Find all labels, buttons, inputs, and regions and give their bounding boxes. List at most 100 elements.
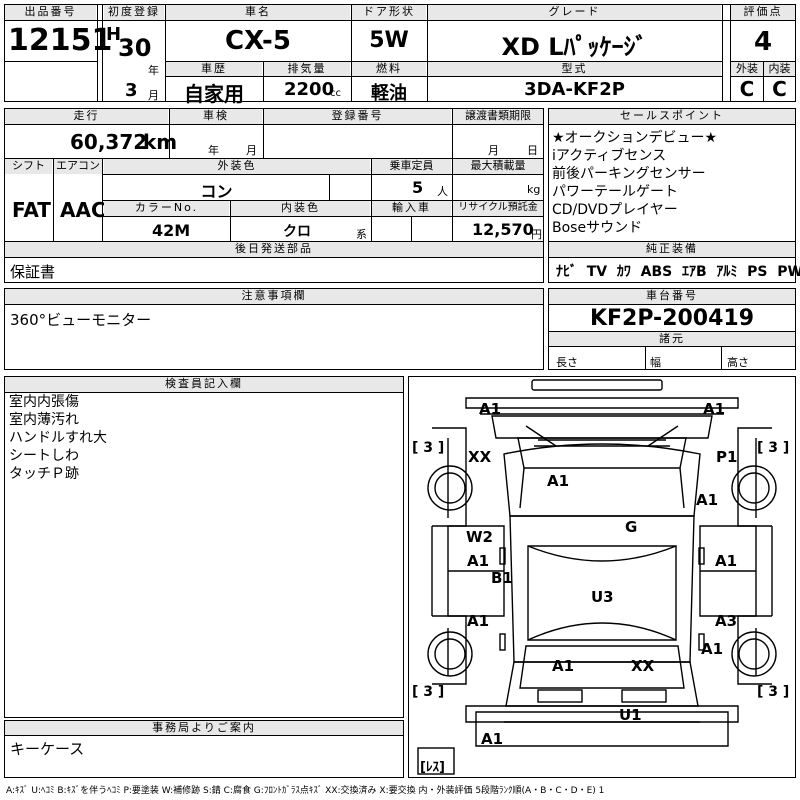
tire-grade: [ 3 ] (757, 440, 790, 456)
later-parts-value: 保証書 (10, 263, 56, 281)
grade-value: XD Lﾊﾟｯｹｰｼﾞ (501, 33, 648, 61)
equipment-item: TV (586, 264, 608, 280)
notes-label: 注意事項欄 (5, 289, 543, 304)
damage-mark: A1 (479, 400, 502, 418)
car-name-label: 車名 (166, 5, 350, 20)
first-reg-month: 3 (125, 80, 138, 101)
interior-value: C (772, 77, 787, 101)
first-reg-year-unit: 年 (148, 64, 159, 77)
damage-mark: A1 (467, 612, 490, 630)
equipment-item: ｶﾜ (616, 264, 631, 280)
fuel-label: 燃料 (352, 62, 426, 76)
notes-block (4, 288, 544, 370)
recycle-label: リサイクル預託金 (453, 201, 543, 216)
doors-label: ドア形状 (352, 5, 426, 20)
spare-tire-grade: [ﾚｽ] (420, 760, 445, 775)
equipment-item: ｱﾙﾐ (716, 264, 738, 280)
displacement-unit: cc (330, 88, 341, 99)
chassis-label: 車台番号 (549, 289, 795, 304)
damage-legend: A:ｷｽﾞ U:ﾍｺﾐ B:ｷｽﾞを伴うﾍｺﾐ P:要塗装 W:補修跡 S:錆 … (6, 786, 605, 796)
int-color-label: 内装色 (231, 201, 370, 216)
tire-grade: [ 3 ] (412, 440, 445, 456)
inspection-label: 車検 (170, 109, 262, 124)
recycle-value: 12,570 (472, 220, 534, 239)
sales-block (548, 108, 796, 283)
sales-point-item: パワーテールゲート (552, 184, 678, 200)
inspector-note: 室内薄汚れ (9, 412, 79, 428)
score-value: 4 (753, 27, 773, 57)
max-load-label: 最大積載量 (453, 159, 543, 174)
chassis-value: KF2P-200419 (589, 306, 755, 331)
equipment-list: ﾅﾋﾞ TV ｶﾜ ABS ｴｱB ｱﾙﾐ PS PW (556, 261, 800, 281)
fuel-value: 軽油 (371, 83, 407, 104)
damage-mark: W2 (466, 528, 493, 546)
sales-points-label: セールスポイント (549, 109, 795, 124)
damage-mark: A1 (703, 400, 726, 418)
import-label: 輸入車 (372, 201, 451, 216)
inspector-note: ハンドルすれ大 (9, 430, 107, 446)
transfer-day-unit: 日 (527, 144, 538, 157)
sales-point-item: ★オークションデビュー★ (552, 130, 718, 146)
inspector-label: 検査員記入欄 (5, 377, 403, 392)
details-block (4, 108, 544, 283)
damage-mark: U1 (619, 706, 642, 724)
ext-color-label: 外装色 (104, 159, 370, 174)
later-parts-label: 後日発送部品 (5, 242, 543, 257)
notes-value: 360°ビューモニター (10, 311, 152, 329)
lot-label: 出品番号 (5, 5, 96, 20)
model-label: 型式 (428, 62, 721, 76)
ext-color-value: コン (200, 182, 233, 201)
office-block (4, 720, 404, 778)
inspector-notes: 室内内張傷 室内薄汚れ ハンドルすれ大 シートしわ タッチＰ跡 (9, 393, 107, 483)
history-label: 車歴 (166, 62, 262, 76)
spec-height: 高さ (727, 356, 749, 369)
tire-grade: [ 3 ] (412, 684, 445, 700)
inspection-year-unit: 年 (208, 144, 219, 157)
grade-label: グレード (428, 5, 721, 20)
registration-label: 登録番号 (264, 109, 451, 124)
shift-value: FAT (12, 198, 51, 222)
mileage-value: 60,372 (70, 130, 148, 154)
damage-mark: XX (631, 657, 655, 675)
equipment-item: PS (747, 264, 768, 280)
capacity-unit: 人 (437, 185, 448, 198)
color-no-value: 42M (152, 221, 191, 240)
capacity-label: 乗車定員 (372, 159, 451, 174)
first-reg-label: 初度登録 (104, 5, 164, 20)
int-color-unit: 系 (356, 228, 367, 241)
damage-mark: P1 (716, 448, 738, 466)
mileage-label: 走行 (5, 109, 168, 124)
damage-mark: A1 (715, 552, 738, 570)
capacity-value: 5 (412, 178, 424, 197)
first-reg-era: H (106, 24, 122, 45)
exterior-value: C (739, 77, 755, 101)
car-name-value: CX-5 (225, 26, 291, 56)
damage-mark: A1 (696, 491, 719, 509)
office-value: キーケース (10, 740, 85, 758)
damage-mark: XX (468, 448, 492, 466)
damage-mark: A1 (467, 552, 490, 570)
score-label: 評価点 (731, 5, 795, 20)
first-reg-month-unit: 月 (148, 89, 159, 102)
inspector-note: 室内内張傷 (9, 394, 79, 410)
equipment-item: ABS (640, 264, 673, 280)
transfer-month-unit: 月 (488, 144, 499, 157)
displacement-value: 2200 (284, 79, 335, 100)
specs-label: 諸元 (549, 332, 795, 346)
first-reg-year: 30 (118, 34, 152, 62)
office-label: 事務局よりご案内 (5, 721, 403, 735)
exterior-label: 外装 (731, 62, 763, 76)
history-value: 自家用 (184, 82, 244, 106)
max-load-unit: kg (527, 183, 541, 196)
header-block (4, 4, 796, 102)
inspector-note: タッチＰ跡 (9, 466, 79, 482)
aircon-value: AAC (60, 198, 106, 222)
int-color-value: クロ (283, 224, 311, 240)
inspection-month-unit: 月 (246, 144, 257, 157)
damage-mark: A1 (701, 640, 724, 658)
lot-number: 12151 (8, 23, 113, 58)
color-no-label: カラーNo. (104, 201, 229, 216)
spec-width: 幅 (650, 356, 661, 369)
equipment-item: PW (777, 264, 800, 280)
sales-point-item: Boseサウンド (552, 220, 643, 236)
